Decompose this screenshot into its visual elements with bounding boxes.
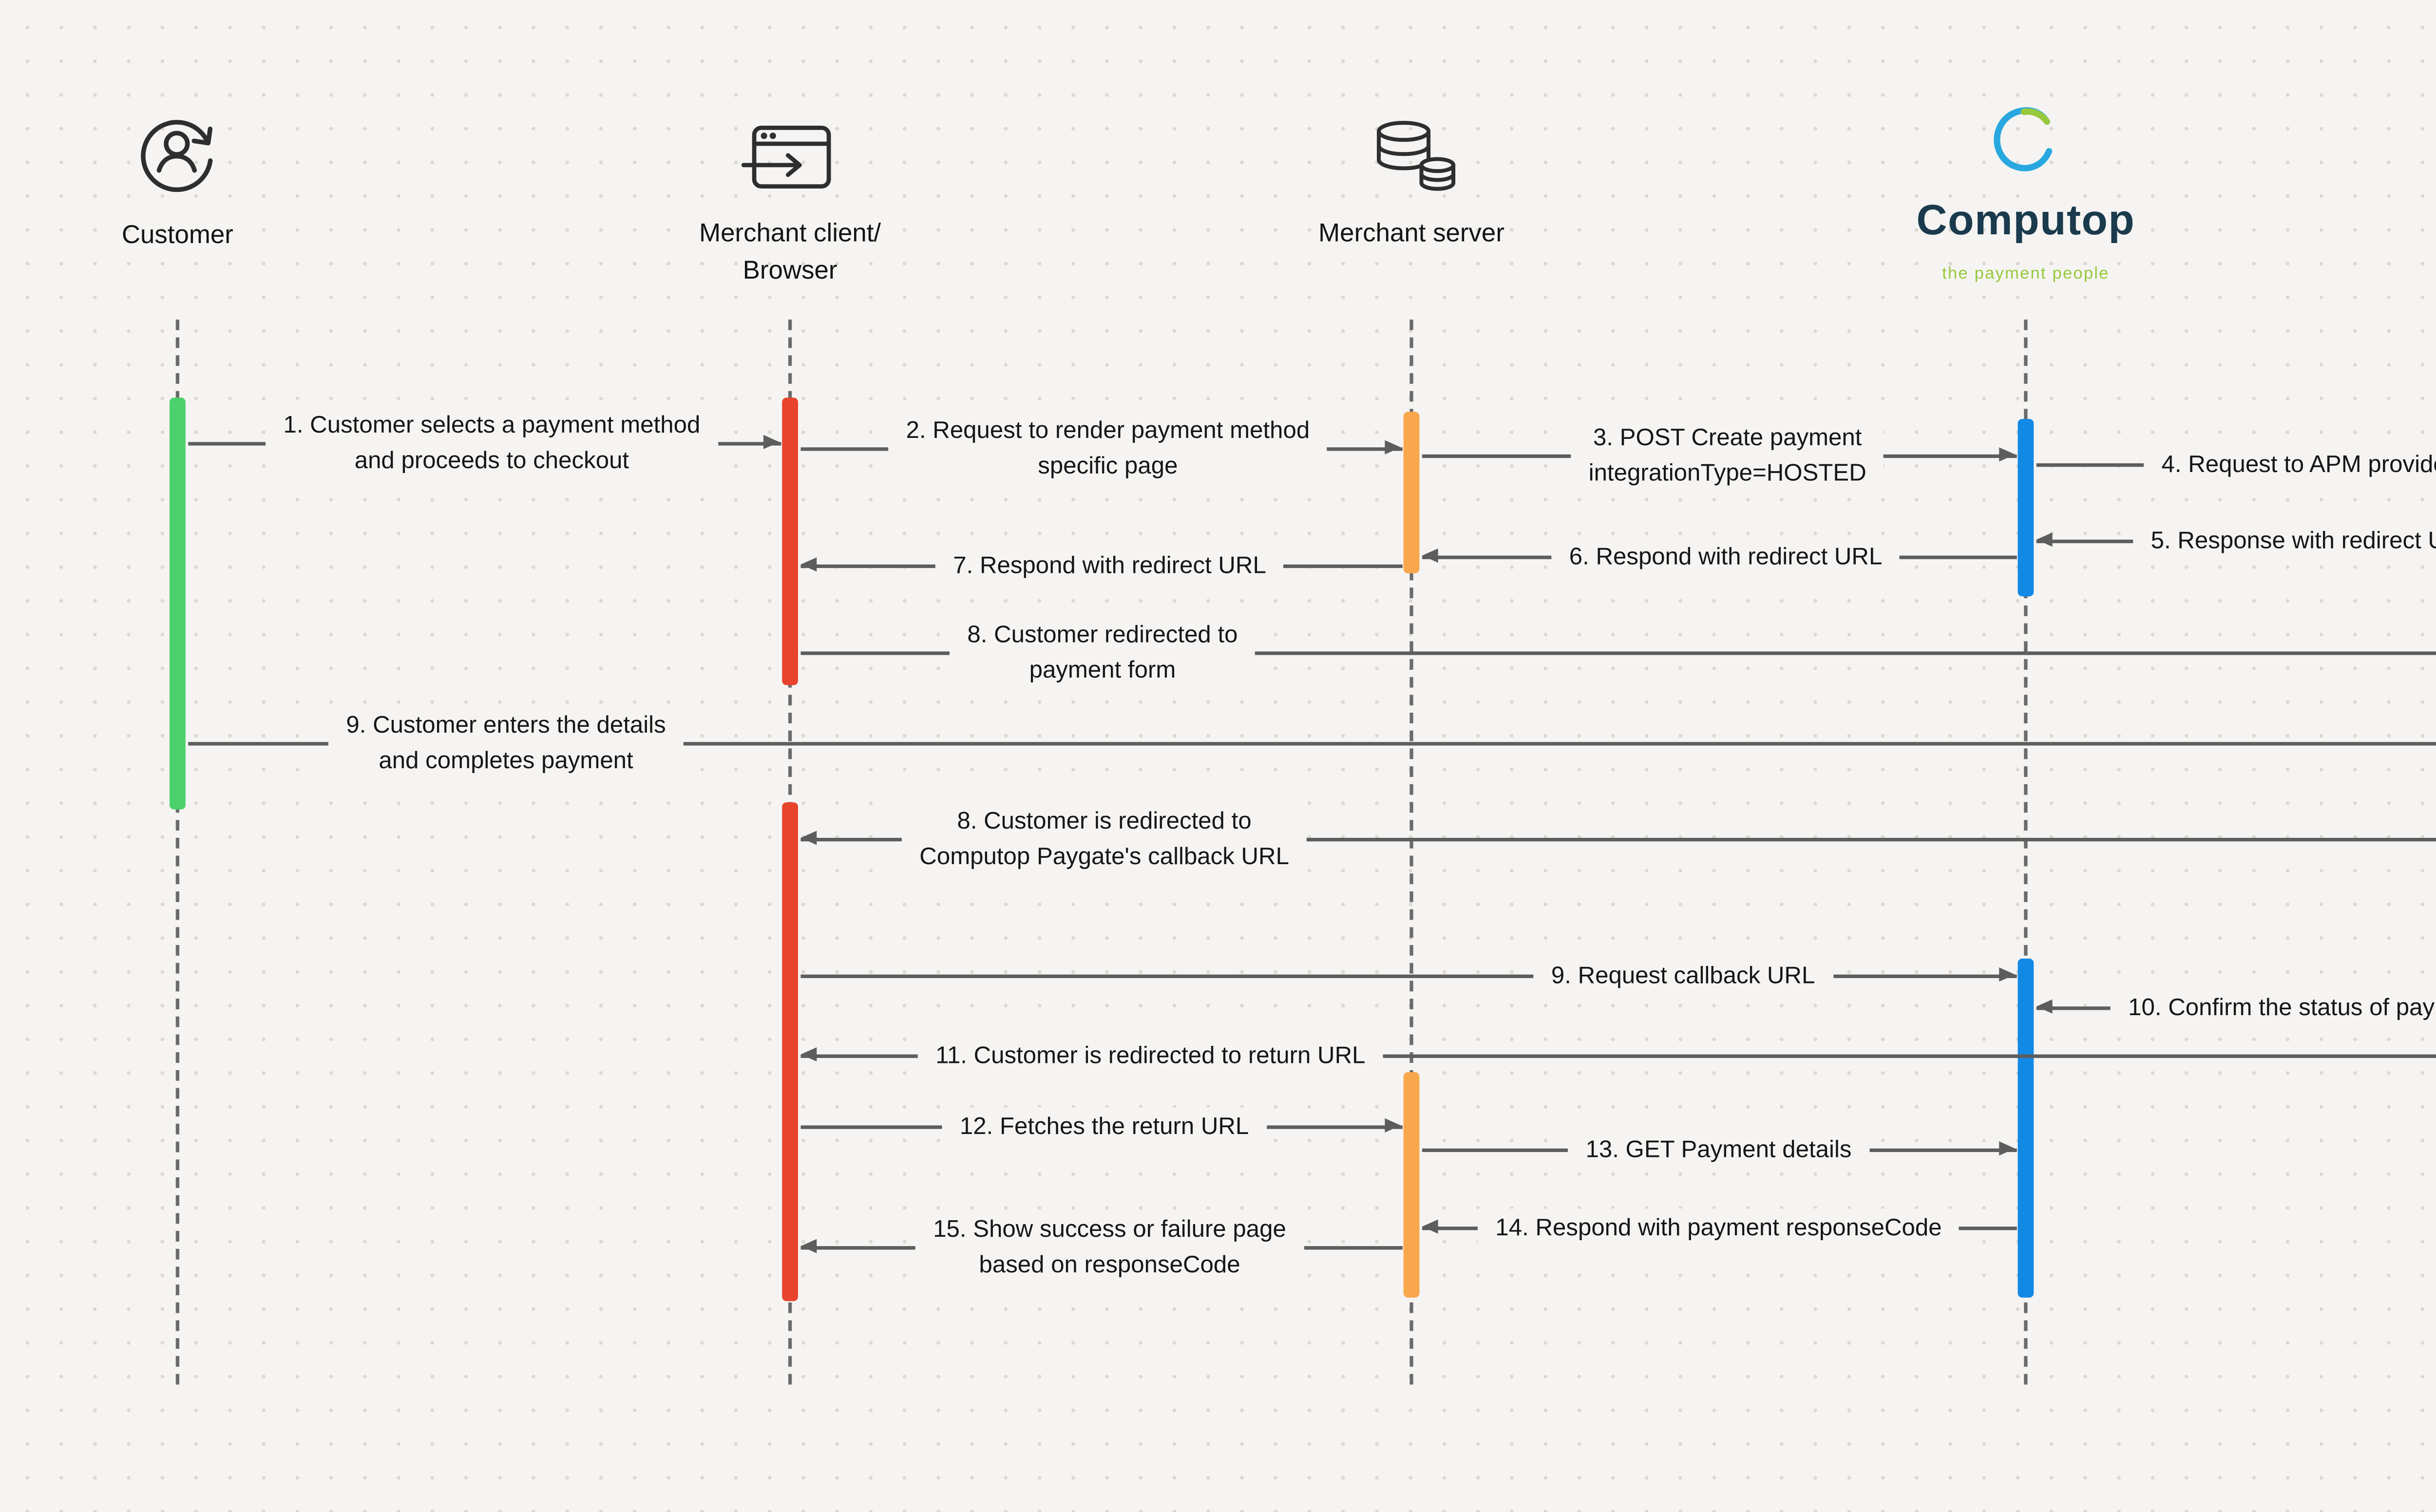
message-line-9 <box>187 742 2436 745</box>
message-arrowhead-5 <box>2035 533 2052 548</box>
message-label-15: 13. GET Payment details <box>1568 1130 1869 1170</box>
message-arrowhead-12 <box>2035 1000 2052 1015</box>
actor-merchant-client: Merchant client/ Browser <box>699 107 881 291</box>
customer-icon <box>130 107 226 203</box>
message-arrowhead-16 <box>1421 1220 1437 1235</box>
message-arrowhead-10 <box>799 831 816 846</box>
message-label-14: 12. Fetches the return URL <box>942 1107 1267 1147</box>
lifeline-computop <box>2024 319 2028 1385</box>
message-label-1: 1. Customer selects a payment method and… <box>266 406 718 482</box>
message-arrowhead-14 <box>1385 1119 1401 1134</box>
activation-bar-merchant-client-1 <box>782 397 799 685</box>
browser-icon <box>739 119 841 201</box>
message-line-8 <box>799 652 2436 655</box>
activation-bar-customer-0 <box>170 397 186 810</box>
message-line-10 <box>799 838 2436 841</box>
message-label-4: 4. Request to APM provider <box>2144 445 2436 485</box>
message-arrowhead-15 <box>1999 1142 2016 1156</box>
message-line-11 <box>799 975 2016 978</box>
actor-label-customer: Customer <box>121 222 233 250</box>
message-label-16: 14. Respond with payment responseCode <box>1477 1209 1960 1248</box>
lifeline-customer <box>175 319 180 1385</box>
message-label-7: 7. Respond with redirect URL <box>935 546 1284 586</box>
message-label-13: 11. Customer is redirected to return URL <box>917 1036 1383 1076</box>
actor-merchant-server: Merchant server <box>1318 107 1504 254</box>
message-label-9: 9. Customer enters the details and compl… <box>328 706 684 782</box>
message-arrowhead-6 <box>1421 549 1437 564</box>
message-label-8: 8. Customer redirected to payment form <box>949 615 1256 691</box>
message-arrowhead-13 <box>799 1048 816 1062</box>
message-arrowhead-3 <box>1999 448 2016 462</box>
activation-bar-merchant-server-3 <box>1403 412 1420 574</box>
message-label-12: 10. Confirm the status of payment <box>2110 988 2436 1028</box>
message-label-2: 2. Request to render payment method spec… <box>888 411 1328 487</box>
computop-tagline: the payment people <box>1942 264 2110 284</box>
message-arrowhead-1 <box>763 435 780 450</box>
message-arrowhead-17 <box>799 1240 816 1254</box>
message-arrowhead-2 <box>1385 441 1401 455</box>
message-arrowhead-7 <box>799 558 816 572</box>
message-arrowhead-11 <box>1999 968 2016 983</box>
message-label-10: 8. Customer is redirected to Computop Pa… <box>901 802 1307 878</box>
activation-bar-merchant-server-4 <box>1403 1072 1420 1298</box>
actor-customer: Customer <box>122 107 233 256</box>
activation-bar-computop-6 <box>2017 958 2034 1298</box>
server-icon <box>1362 112 1461 201</box>
lifeline-merchant-server <box>1409 319 1413 1385</box>
actor-label-merchant-client: Merchant client/ Browser <box>699 220 881 286</box>
message-label-6: 6. Respond with redirect URL <box>1551 537 1900 577</box>
computop-wordmark: Computop <box>1916 197 2135 245</box>
message-label-17: 15. Show success or failure page based o… <box>915 1210 1304 1286</box>
computop-logo-icon <box>1985 107 2067 181</box>
message-label-3: 3. POST Create payment integrationType=H… <box>1571 418 1884 494</box>
activation-bar-merchant-client-2 <box>782 802 799 1302</box>
actor-computop: Computop the payment people <box>1916 107 2135 284</box>
message-label-11: 9. Request callback URL <box>1533 956 1833 996</box>
message-label-5: 5. Response with redirect URL <box>2133 521 2436 561</box>
actor-label-merchant-server: Merchant server <box>1318 220 1504 249</box>
message-line-13 <box>799 1055 2436 1058</box>
activation-bar-computop-5 <box>2017 419 2034 597</box>
